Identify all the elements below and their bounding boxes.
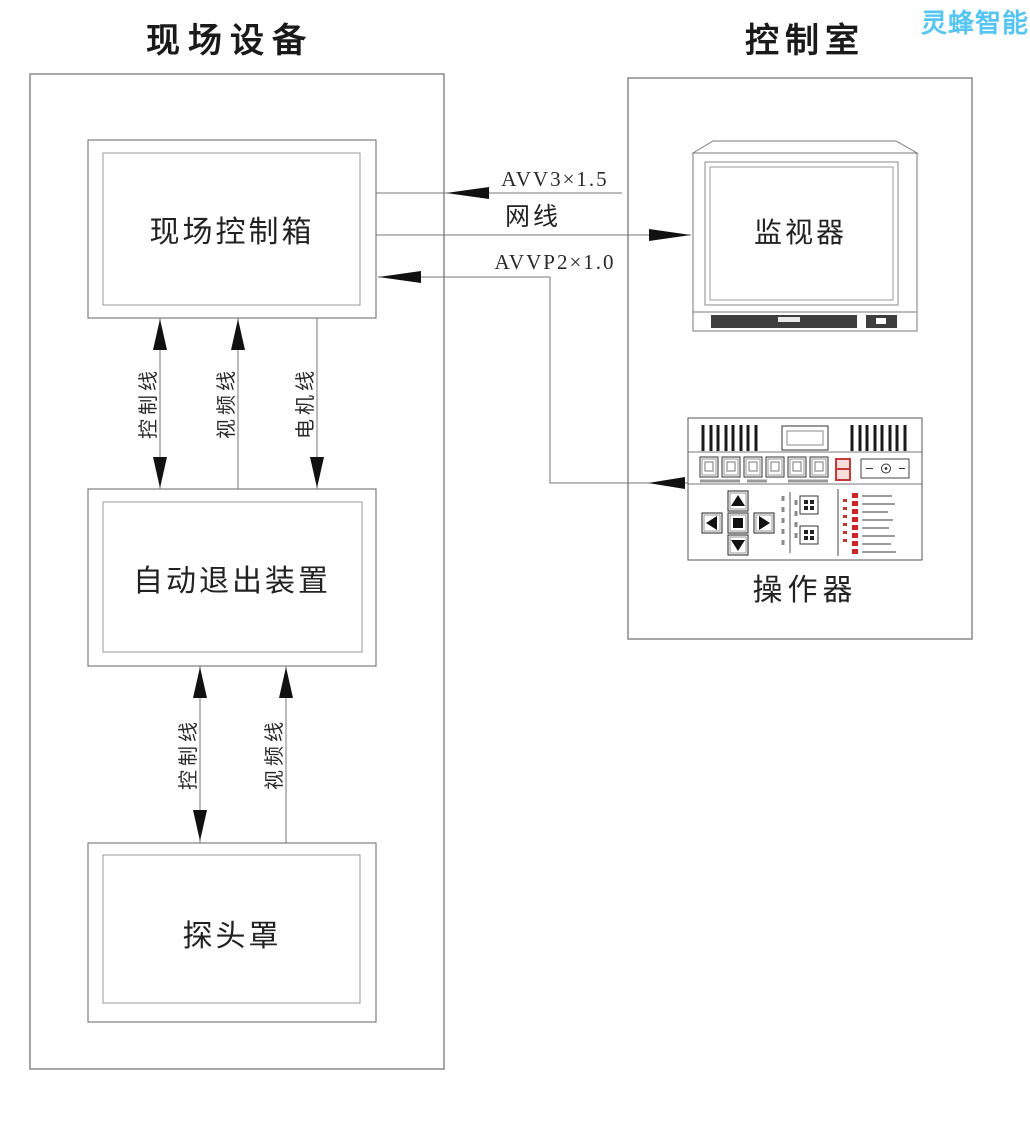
link-arrowheads <box>378 187 691 489</box>
control-room-boundary-box <box>627 77 973 640</box>
panel-knob[interactable] <box>860 458 910 479</box>
operator-label: 操作器 <box>752 574 858 607</box>
upper-motor-cable-label: 电机线 <box>294 367 317 439</box>
panel-function-buttons[interactable] <box>699 456 829 478</box>
upper-video-cable-label: 视频线 <box>215 367 238 439</box>
center-stop-icon <box>733 518 743 528</box>
field-side-title: 现场设备 <box>146 22 314 60</box>
avv-cable-label: AVV3×1.5 <box>501 166 609 191</box>
control-room-title: 控制室 <box>745 22 865 60</box>
field-boundary-box <box>29 73 445 1070</box>
led-caption-lines <box>862 495 896 553</box>
led-indicator-column <box>852 493 858 554</box>
lower-video-cable-label: 视频线 <box>263 718 286 790</box>
watermark: 灵蜂智能 <box>921 7 1030 38</box>
red-caption-column <box>843 499 847 542</box>
probe-cover-shape <box>87 842 377 1023</box>
field-control-box-label: 现场控制箱 <box>149 216 315 249</box>
panel-display-window <box>781 425 829 451</box>
arrow-down-icon <box>731 540 745 551</box>
probe-cover-label: 探头罩 <box>182 919 282 953</box>
link-lines <box>376 192 691 484</box>
lower-control-cable-label: 控制线 <box>177 718 200 790</box>
dpad-arrow-glyphs <box>706 495 770 551</box>
monitor-label: 监视器 <box>753 217 847 249</box>
vent-grille-left-icon <box>701 425 758 451</box>
auto-exit-device-label: 自动退出装置 <box>133 564 331 598</box>
mode-button-glyphs <box>804 500 814 540</box>
monitor-shape <box>691 140 919 332</box>
upper-control-cable-label: 控制线 <box>137 367 160 439</box>
arrow-left-icon <box>706 516 717 530</box>
arrow-right-icon <box>759 516 770 530</box>
dpad-buttons[interactable] <box>701 490 775 556</box>
operator-panel-shape <box>687 417 923 561</box>
field-control-box-shape <box>87 139 377 319</box>
network-cable-label: 网线 <box>504 204 561 231</box>
seven-segment-digit <box>835 458 851 481</box>
arrow-up-icon <box>731 495 745 506</box>
upper-cable-arrowheads <box>153 319 324 488</box>
monitor-screen <box>704 161 899 306</box>
monitor-top-bevel <box>691 140 919 154</box>
mode-buttons[interactable] <box>799 495 819 545</box>
avvp-cable-label: AVVP2×1.0 <box>494 249 616 274</box>
lower-cable-arrowheads <box>193 667 293 841</box>
auto-exit-device-shape <box>87 488 377 667</box>
vent-grille-right-icon <box>850 425 907 451</box>
